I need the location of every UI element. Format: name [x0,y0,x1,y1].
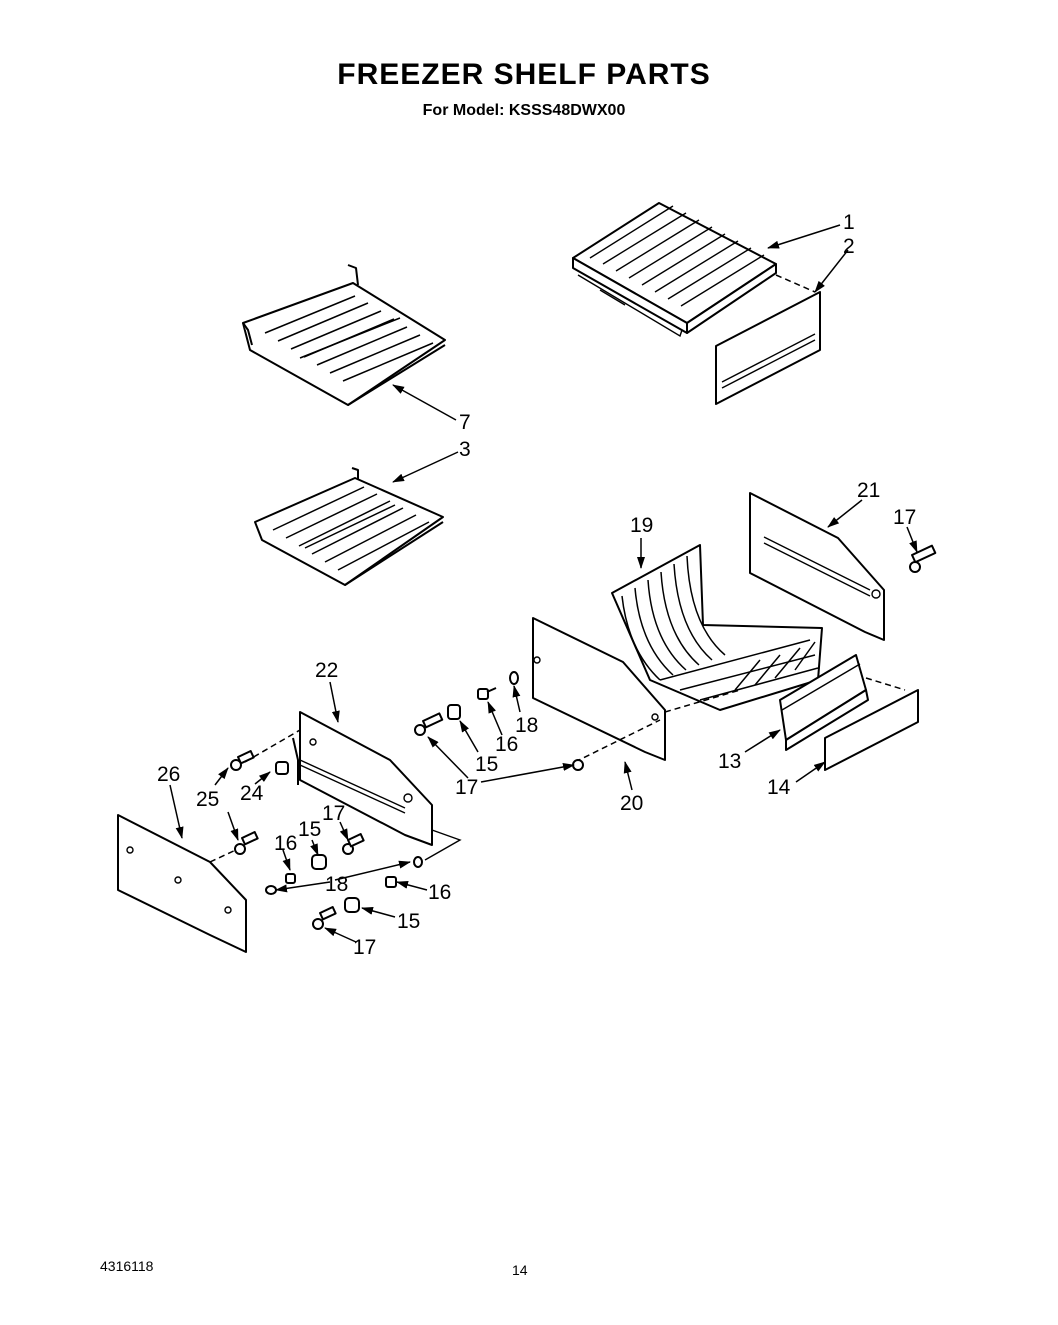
callout-16-lower-left: 16 [274,832,297,855]
assembly-line-basket [664,689,741,713]
page-title: FREEZER SHELF PARTS [337,58,711,91]
callout-17-right: 17 [893,506,916,529]
callout-15-middle: 15 [475,753,498,776]
callout-labels: 1 2 7 3 21 17 19 22 18 16 15 17 13 14 20… [157,211,916,959]
callout-20: 20 [620,792,643,815]
document-number: 4316118 [100,1258,154,1274]
assembly-line-1-2 [775,274,816,293]
callout-7: 7 [459,411,471,434]
screw-part-17-right [909,544,937,573]
callout-18-middle: 18 [515,714,538,737]
model-line: For Model: KSSS48DWX00 [422,102,626,119]
callout-19: 19 [630,514,653,537]
callout-21: 21 [857,479,880,502]
wire-shelf-part-7 [242,264,446,406]
wire-shelf-part-3 [254,467,444,586]
assembly-line-26 [209,847,241,863]
callout-18-lower: 18 [325,873,348,896]
side-panel-part-20 [532,617,666,761]
front-trim-part-14 [824,689,919,771]
callout-15-lower-top: 15 [298,818,321,841]
wire-basket-part-19 [611,544,823,711]
callout-22: 22 [315,659,338,682]
shelf-trim-part-2 [715,291,821,405]
basket-front-part-13 [779,654,869,751]
callout-17-middle: 17 [455,776,478,799]
callout-16-lower-right: 16 [428,881,451,904]
hardware-lower-group [230,750,423,930]
callout-3: 3 [459,438,471,461]
callout-17-lower-bottom: 17 [353,936,376,959]
callout-16-middle: 16 [495,733,518,756]
callout-15-lower-right: 15 [397,910,420,933]
callout-14: 14 [767,776,791,799]
callout-26: 26 [157,763,180,786]
assembly-line-13-14 [865,677,906,691]
side-panel-part-21 [749,492,885,641]
callout-24: 24 [240,782,264,805]
page-number: 14 [512,1262,528,1278]
callout-17-lower-top: 17 [322,802,345,825]
callout-13: 13 [718,750,741,773]
callout-25: 25 [196,788,219,811]
assembly-line-22b [424,829,462,861]
glass-shelf-part-1 [572,202,777,338]
side-panel-part-22 [292,711,433,846]
leader-lines [169,224,918,943]
hardware-middle-group [414,671,584,771]
callout-2: 2 [843,235,855,258]
callout-1: 1 [843,211,855,234]
assembly-line-20-21 [574,719,661,763]
